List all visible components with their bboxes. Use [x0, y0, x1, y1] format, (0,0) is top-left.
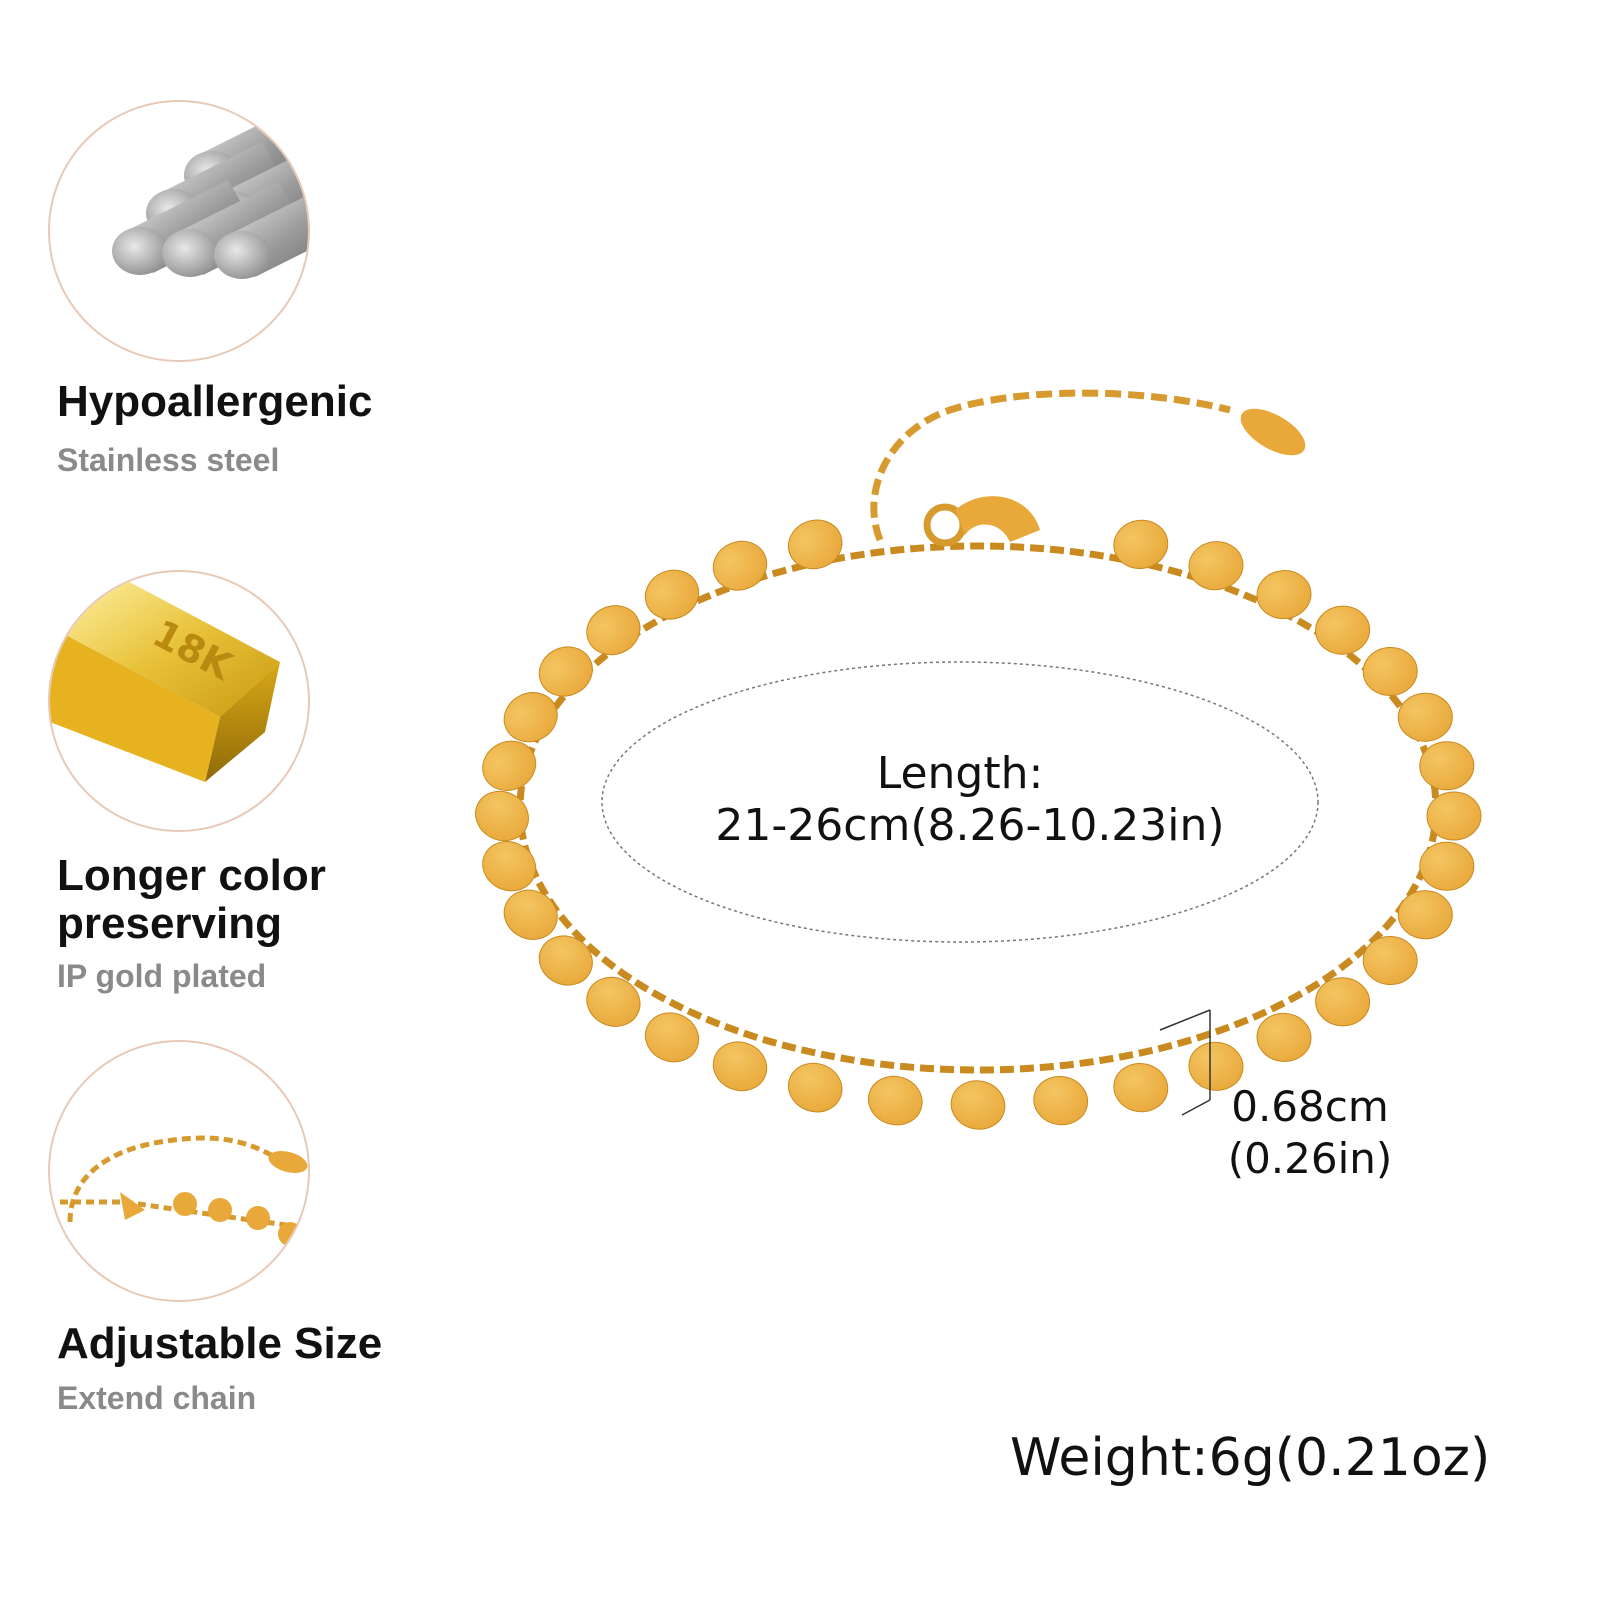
bracelet-disc [1113, 1063, 1169, 1113]
length-label: Length: [876, 748, 1044, 799]
bracelet-disc [787, 519, 843, 570]
length-dotted-oval [601, 661, 1319, 943]
bracelet-disc [475, 790, 529, 842]
bracelet-disc [1419, 841, 1475, 891]
bracelet-disc [644, 1012, 700, 1063]
extend-chain-icon [60, 1135, 308, 1246]
bracelet-disc [482, 841, 537, 892]
gold-bar-thumbnail: 18K [48, 570, 310, 832]
bracelet-disc [1188, 541, 1244, 591]
bracelet-disc [712, 540, 768, 591]
extender-chain [870, 389, 1306, 542]
bracelet-disc [1188, 1041, 1244, 1091]
bracelet-disc [482, 740, 537, 791]
bracelet-disc [868, 1075, 923, 1126]
bracelet-disc [1397, 890, 1453, 940]
bracelet-disc [644, 569, 700, 620]
lobster-clasp [923, 496, 1040, 547]
steel-rods-icon [112, 104, 308, 279]
bracelet-disc [1033, 1075, 1089, 1126]
bracelet-disc [1315, 977, 1371, 1027]
bracelet-disc [1362, 646, 1418, 697]
length-value: 21-26cm(8.26-10.23in) [715, 800, 1225, 851]
bracelet-disc [1397, 692, 1453, 742]
bracelet-disc [503, 692, 558, 743]
feature-title-hypoallergenic: Hypoallergenic [57, 377, 373, 426]
weight-label: Weight:6g(0.21oz) [1010, 1428, 1491, 1488]
bracelet-disc [1419, 741, 1475, 791]
bracelet-disc [787, 1062, 843, 1113]
extender-tag [1240, 408, 1306, 456]
bracelet-illustration [475, 389, 1482, 1130]
bracelet-disc [503, 889, 558, 940]
disc-size-marker [1159, 1009, 1211, 1116]
disc-size-in: (0.26in) [1227, 1134, 1393, 1183]
feature-title-adjustable-size: Adjustable Size [57, 1319, 383, 1368]
bracelet-disc [586, 976, 641, 1027]
feature-subtitle-extend-chain: Extend chain [57, 1380, 257, 1416]
bracelet-disc [950, 1080, 1006, 1130]
bracelet-disc [1256, 570, 1312, 620]
gold-bar-icon: 18K [50, 577, 280, 782]
feature-title-color-preserving: Longer color preserving [57, 851, 326, 948]
bracelet-disc [1426, 791, 1482, 841]
extend-chain-thumbnail [48, 1040, 310, 1302]
bracelet-disc [1362, 935, 1418, 986]
bracelet-disc [1256, 1012, 1312, 1062]
disc-size-cm: 0.68cm [1231, 1082, 1389, 1131]
bracelet-disc [586, 605, 641, 656]
bracelet-disc [1315, 605, 1371, 655]
bracelet-disc [538, 646, 593, 697]
steel-rods-thumbnail [48, 100, 310, 362]
bracelet-disc [1113, 519, 1169, 569]
bracelet-disc [538, 935, 593, 986]
feature-subtitle-stainless-steel: Stainless steel [57, 442, 280, 478]
bracelet-discs [475, 519, 1482, 1130]
bracelet-disc [712, 1041, 768, 1092]
feature-subtitle-ip-gold: IP gold plated [57, 958, 267, 994]
